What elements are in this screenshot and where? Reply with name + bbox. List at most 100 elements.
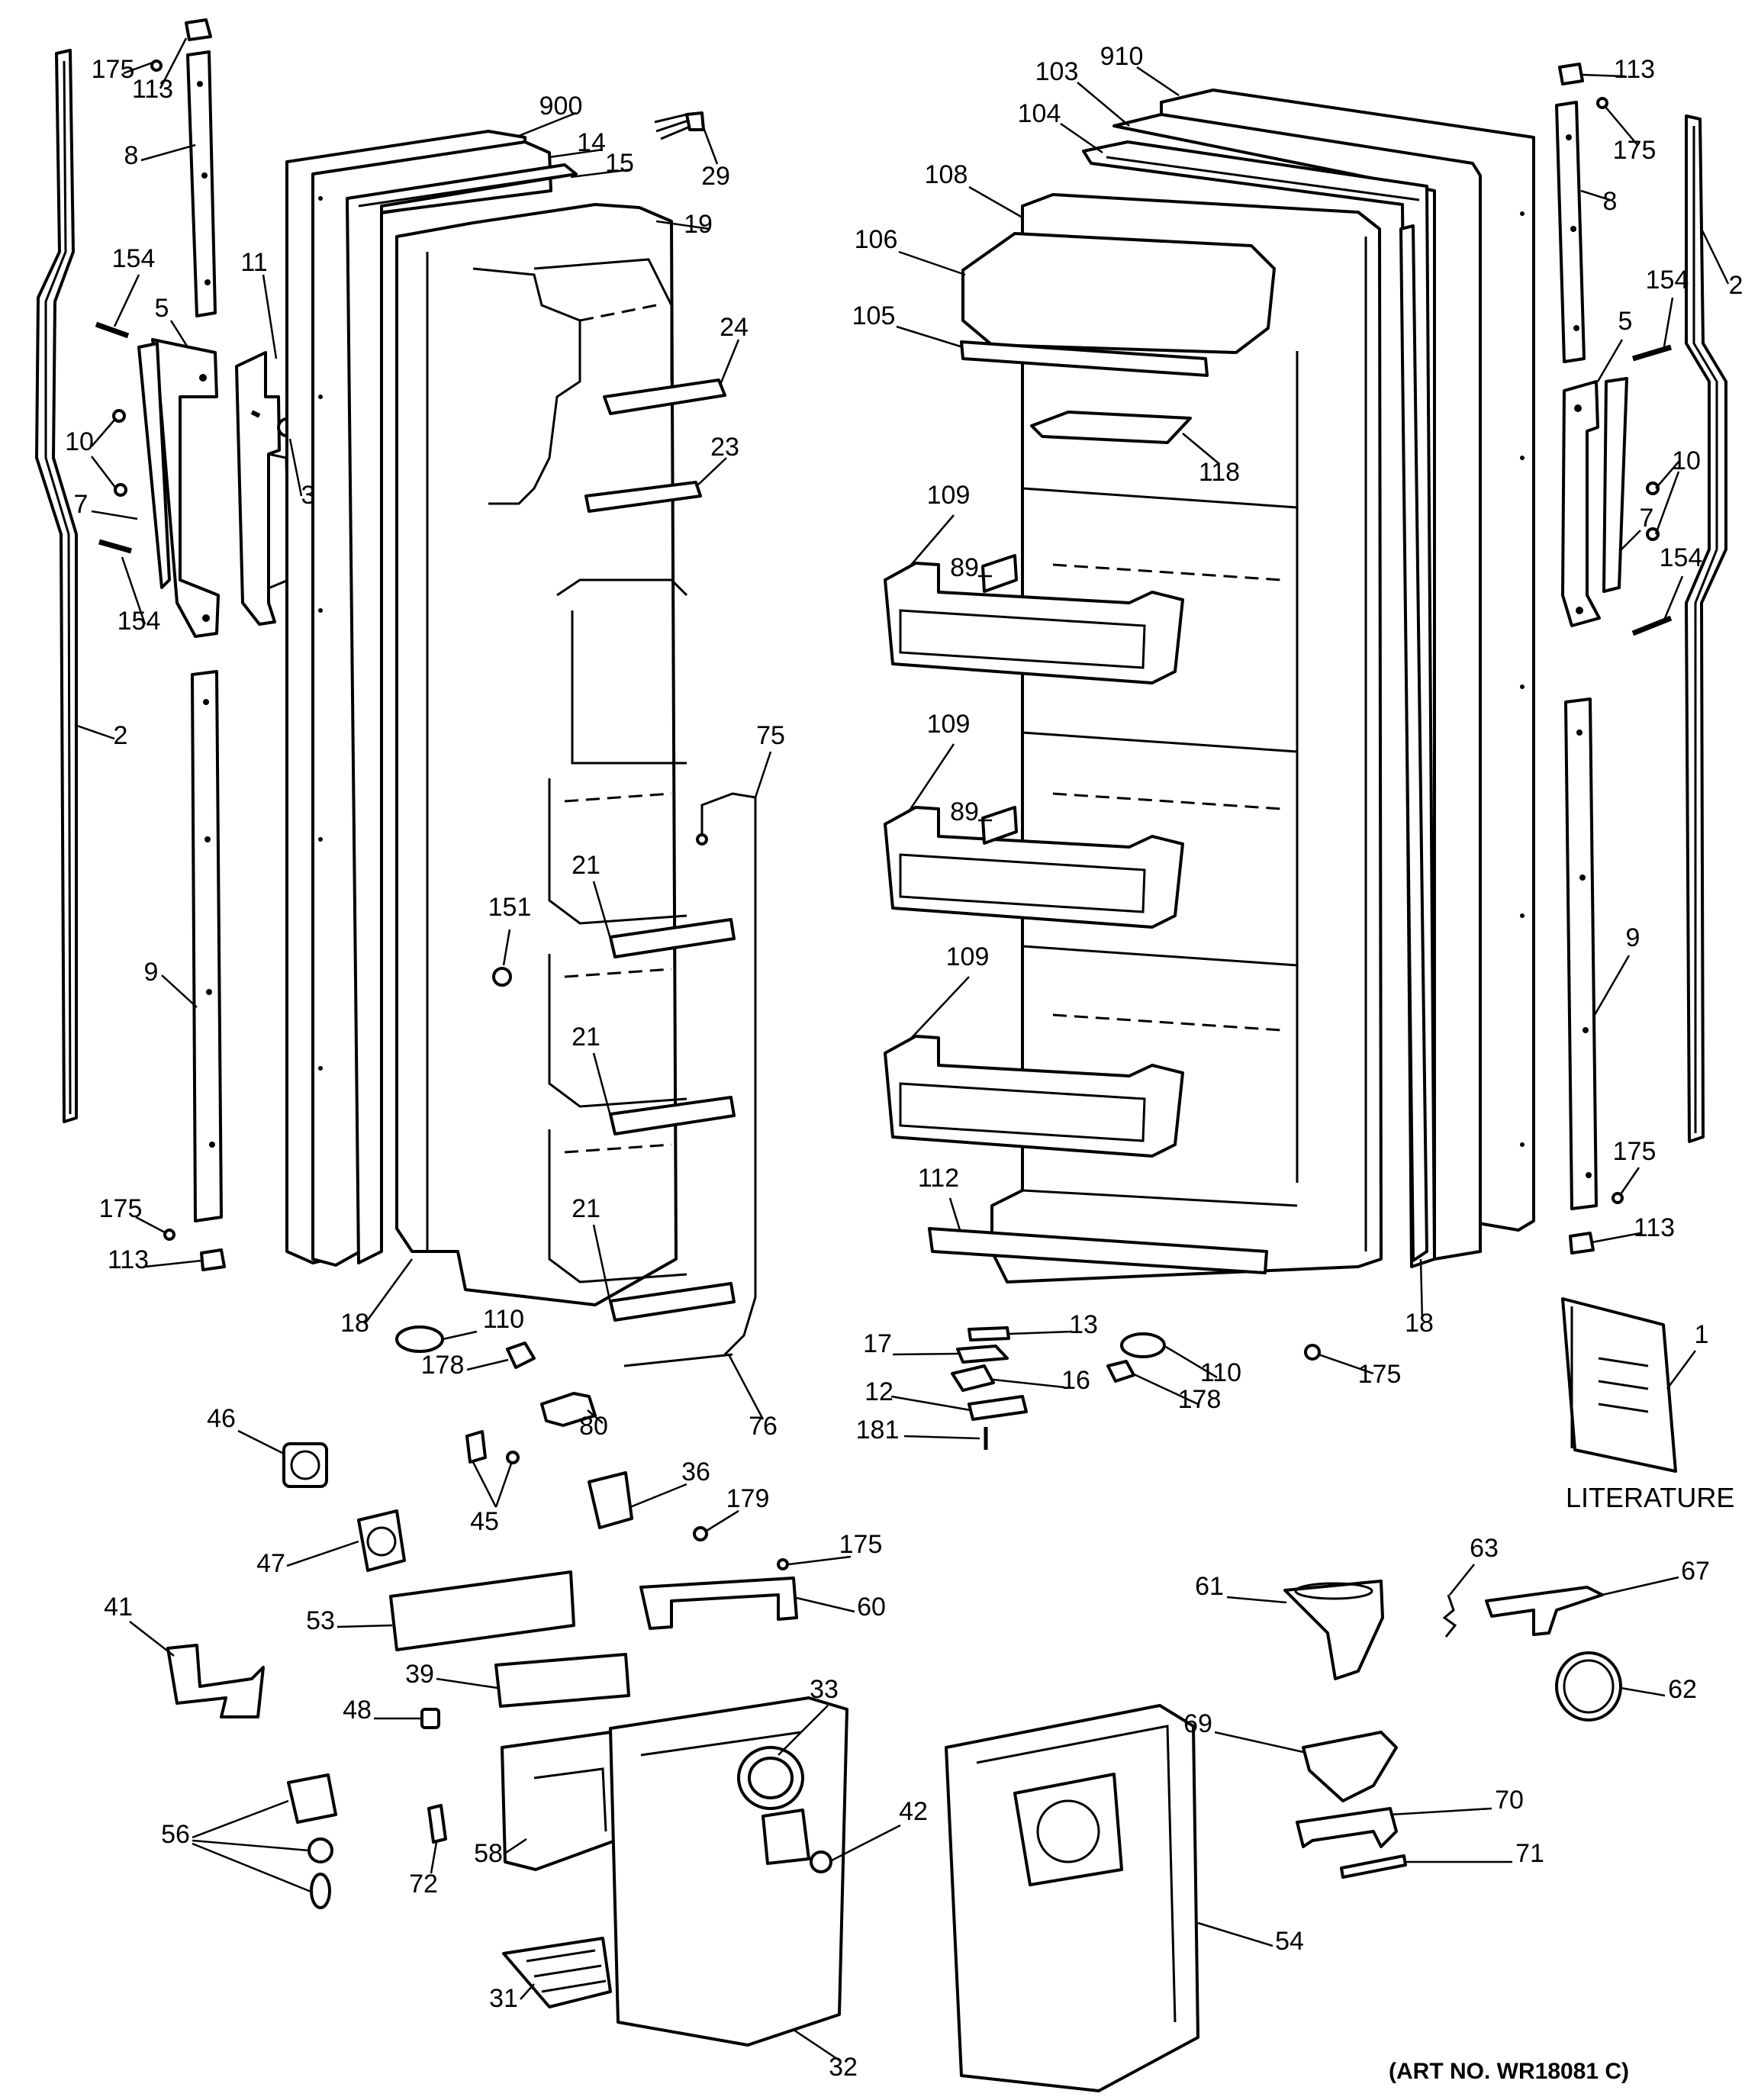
callout-118: 118 [1199,458,1240,487]
callout-18: 18 [1405,1309,1434,1338]
freezer-door-bottom-parts [395,1325,597,1427]
callout-18: 18 [340,1309,369,1338]
literature-label: LITERATURE [1566,1482,1734,1513]
callout-106: 106 [855,225,898,254]
left-upper-hinge-bar [186,50,217,317]
left-bottom-cap [163,1229,226,1271]
fresh-food-door-inner-cavities [1021,351,1299,1207]
callout-7: 7 [1640,504,1654,533]
callout-62: 62 [1668,1675,1697,1704]
right-bottom-cap [1569,1192,1624,1255]
freezer-door-shelf-bars [584,378,736,1322]
right-handle [1561,377,1628,627]
leader-lines [74,37,1730,2062]
callout-76: 76 [749,1412,778,1441]
callout-175: 175 [1613,1137,1657,1166]
left-hinge-pins [95,321,132,554]
literature-booklet [1561,1297,1677,1473]
left-handle [137,338,220,638]
callout-19: 19 [684,210,713,239]
fresh-door-hinge-strip-18 [1399,224,1428,1262]
callout-36: 36 [681,1457,710,1486]
freezer-door-screw-151 [492,967,512,987]
callout-71: 71 [1515,1839,1544,1868]
callout-61: 61 [1195,1572,1224,1601]
callout-21: 21 [572,1023,600,1052]
callout-109: 109 [927,481,971,510]
callout-2: 2 [114,721,128,750]
callout-17: 17 [863,1329,892,1358]
callout-53: 53 [306,1606,335,1635]
callout-110: 110 [1200,1358,1241,1387]
fresh-food-door-outer-panel [1112,89,1535,1261]
right-lower-hinge-bar [1564,697,1598,1210]
callout-56: 56 [161,1820,190,1849]
door-bottom-trim-112 [928,1227,1268,1274]
dispenser-switch-36 [588,1471,633,1529]
dispenser-screw-179 [693,1526,708,1541]
dispenser-screw-175 [777,1558,789,1570]
right-hinge-pins [1631,344,1673,636]
callout-63: 63 [1470,1534,1499,1563]
door-bin-middle [884,806,1184,929]
ice-chute-61 [1283,1580,1384,1680]
right-top-cap [1558,63,1608,109]
dispenser-drip-tray-31 [502,1937,612,2008]
rod-71 [1340,1854,1407,1879]
callout-41: 41 [104,1593,133,1622]
callout-154: 154 [1660,543,1703,572]
callout-113: 113 [1614,55,1655,84]
callout-21: 21 [572,851,600,880]
callout-113: 113 [1634,1213,1675,1242]
callout-109: 109 [927,710,971,739]
callout-47: 47 [256,1549,285,1578]
callout-105: 105 [852,301,896,330]
callout-45: 45 [470,1507,499,1536]
callout-21: 21 [572,1194,600,1223]
dispenser-cover-54 [945,1704,1199,2092]
dispenser-light-48 [420,1708,440,1729]
callout-103: 103 [1035,57,1079,86]
dispenser-knob-42 [810,1850,832,1873]
callout-39: 39 [405,1660,434,1689]
callout-75: 75 [756,721,785,750]
dispenser-knob-46 [282,1442,328,1488]
callout-1: 1 [1695,1320,1709,1349]
callout-5: 5 [1618,307,1633,336]
callout-80: 80 [579,1412,608,1441]
callout-8: 8 [1603,187,1618,216]
callout-181: 181 [856,1416,900,1445]
callout-23: 23 [710,433,739,462]
callout-32: 32 [829,2053,858,2082]
dispenser-circuit-board-39 [494,1653,630,1708]
door-bin-upper [884,554,1184,684]
dispenser-plate-53 [389,1570,575,1651]
fresh-door-bottom-parts [1106,1332,1321,1383]
callout-113: 113 [108,1245,149,1274]
callout-178: 178 [421,1351,465,1380]
callout-108: 108 [925,160,968,189]
callout-60: 60 [857,1593,886,1622]
callout-58: 58 [474,1839,503,1868]
callout-7: 7 [74,490,89,519]
callout-48: 48 [343,1696,372,1725]
callout-175: 175 [99,1194,143,1223]
callout-110: 110 [483,1305,524,1334]
freezer-door-gasket [346,163,578,1264]
callout-2: 2 [1729,271,1744,300]
bracket-70 [1296,1807,1398,1848]
callout-54: 54 [1275,1927,1304,1956]
callout-31: 31 [489,1984,518,2013]
callout-109: 109 [946,942,990,971]
dairy-compartment-door [960,232,1276,377]
freezer-door-wire-harness-29 [654,111,705,140]
ring-62 [1555,1651,1622,1722]
callout-46: 46 [207,1404,236,1433]
callout-910: 910 [1100,42,1144,71]
dispenser-light-socket-56 [287,1773,337,1909]
callout-69: 69 [1183,1709,1212,1738]
callout-154: 154 [112,244,156,273]
callout-12: 12 [865,1377,893,1406]
